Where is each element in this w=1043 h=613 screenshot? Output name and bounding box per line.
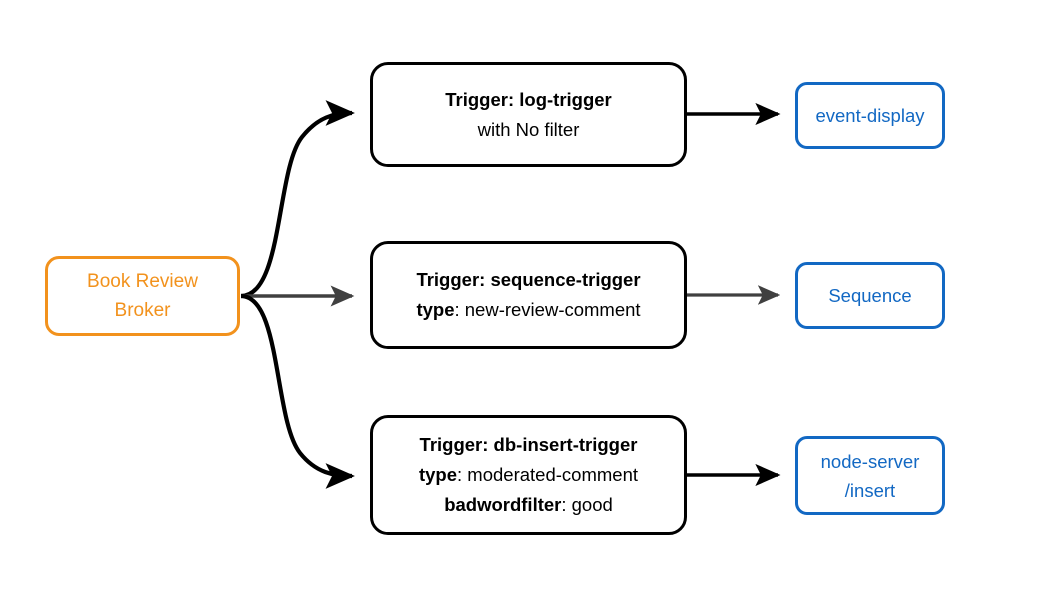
node-book-review-broker[interactable]: Book Review Broker (45, 256, 240, 336)
node-service-sequence[interactable]: Sequence (795, 262, 945, 329)
trigger-1-line-1: Trigger: log-trigger (445, 85, 612, 115)
trigger-2-line-1-key: Trigger: sequence-trigger (416, 269, 641, 290)
node-service-node-server-insert[interactable]: node-server /insert (795, 436, 945, 515)
edge-broker-to-db-insert-trigger (240, 293, 355, 489)
service-3-label-line-2: /insert (844, 479, 896, 501)
trigger-1-line-1-key: Trigger: log-trigger (445, 88, 612, 110)
trigger-2-line-2: type: new-review-comment (416, 295, 640, 325)
edge-broker-to-log-trigger (240, 100, 355, 299)
service-2-label: Sequence (828, 285, 912, 306)
node-trigger-db-insert-trigger[interactable]: Trigger: db-insert-trigger type: moderat… (370, 415, 687, 535)
trigger-3-line-1-key: Trigger: db-insert-trigger (419, 434, 638, 455)
service-1-label: event-display (815, 105, 925, 126)
service-3-label-line-1: node-server (820, 450, 920, 472)
broker-label-line-2: Broker (114, 300, 171, 321)
trigger-2-line-1: Trigger: sequence-trigger (416, 265, 640, 295)
trigger-3-line-3-value: : good (561, 494, 613, 515)
node-trigger-sequence-trigger[interactable]: Trigger: sequence-trigger type: new-revi… (370, 241, 687, 349)
trigger-2-line-2-value: : new-review-comment (454, 299, 641, 320)
trigger-3-line-1: Trigger: db-insert-trigger (420, 430, 638, 460)
trigger-3-line-3-key: badwordfilter (444, 494, 562, 515)
trigger-3-line-2: type: moderated-comment (419, 460, 638, 490)
trigger-3-line-3: badwordfilter: good (444, 490, 613, 520)
trigger-3-line-2-key: type (418, 464, 458, 485)
broker-label-line-1: Book Review (87, 271, 198, 292)
trigger-2-line-2-key: type (416, 299, 455, 320)
trigger-1-line-2: with No filter (478, 115, 580, 145)
node-trigger-log-trigger[interactable]: Trigger: log-trigger with No filter (370, 62, 687, 167)
trigger-1-line-2-value: with No filter (477, 118, 580, 140)
trigger-3-line-2-value: : moderated-comment (457, 464, 638, 485)
node-service-event-display[interactable]: event-display (795, 82, 945, 149)
